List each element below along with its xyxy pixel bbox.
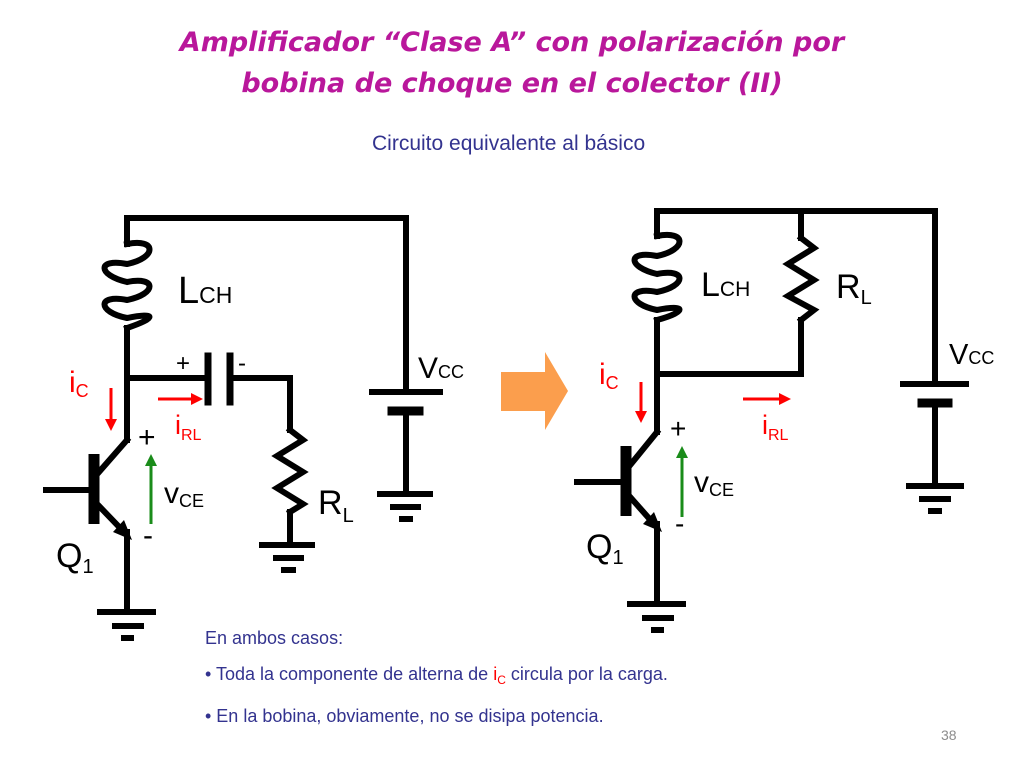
- left-vcc-label: VCC: [418, 352, 464, 385]
- left-lch-label: LCH: [178, 270, 232, 312]
- left-vce-minus: -: [143, 519, 153, 552]
- right-q1-label: Q1: [586, 528, 624, 569]
- left-load-resistor: [271, 425, 309, 517]
- right-labels: LCH RL VCC Q1 iC iRL vCE + -: [586, 266, 994, 569]
- right-ic-label: iC: [599, 358, 619, 393]
- left-vce-plus: +: [138, 421, 156, 454]
- right-circuit: [574, 208, 969, 633]
- left-top-wire: [124, 215, 409, 393]
- left-ic-arrow-head-icon: [105, 419, 117, 431]
- page-number: 38: [941, 727, 957, 743]
- left-irl-arrow-head-icon: [191, 393, 203, 405]
- left-inductor-coil: [101, 239, 153, 332]
- right-inductor-coil: [631, 231, 683, 324]
- right-load-wire-bottom: [654, 317, 804, 377]
- right-vce-label: vCE: [694, 466, 734, 500]
- right-vce-plus: +: [670, 413, 686, 444]
- notes-bullet-1-pre: • Toda la componente de alterna de: [205, 664, 494, 684]
- right-vcc-label: VCC: [949, 339, 994, 371]
- right-transistor-collector: [626, 427, 662, 469]
- left-circuit: [43, 215, 443, 641]
- left-cap-minus: -: [238, 350, 246, 377]
- notes-bullet-1-ic-sub: C: [497, 673, 506, 687]
- left-labels: LCH VCC RL Q1 iC iRL vCE + - + -: [56, 270, 464, 578]
- subtitle: Circuito equivalente al básico: [372, 132, 646, 155]
- notes-bullet-1-ic: i: [493, 664, 498, 684]
- notes-bullet-2: • En la bobina, obviamente, no se disipa…: [205, 706, 604, 726]
- right-vce-arrow-head-icon: [676, 446, 688, 458]
- left-irl-label: iRL: [175, 410, 202, 444]
- right-irl-arrow-head-icon: [779, 393, 791, 405]
- left-vce-label: vCE: [164, 477, 204, 511]
- left-ic-label: iC: [69, 366, 89, 401]
- title-line-2: bobina de choque en el colector (II): [241, 68, 783, 99]
- notes-bullet-1-post: circula por la carga.: [505, 664, 668, 684]
- right-irl-label: iRL: [762, 410, 789, 444]
- left-q1-label: Q1: [56, 537, 94, 578]
- notes: En ambos casos: • Toda la componente de …: [205, 628, 668, 742]
- notes-heading: En ambos casos:: [205, 628, 344, 648]
- slide-title: Amplificador “Clase A” con polarización …: [0, 22, 1024, 104]
- notes-bullet-1: • Toda la componente de alterna de iC ci…: [205, 664, 668, 691]
- right-load-resistor: [781, 233, 820, 325]
- right-rl-label: RL: [836, 268, 872, 309]
- right-lch-label: LCH: [701, 266, 750, 304]
- left-vce-arrow-head-icon: [145, 454, 157, 466]
- left-rl-label: RL: [318, 484, 354, 527]
- right-top-wire: [654, 208, 938, 387]
- left-transistor-collector: [94, 435, 132, 477]
- left-arrows: [105, 388, 203, 524]
- right-arrows: [635, 382, 791, 517]
- left-cap-plus: +: [176, 350, 190, 377]
- title-line-1: Amplificador “Clase A” con polarización …: [179, 27, 845, 58]
- right-vce-minus: -: [675, 508, 684, 539]
- right-block-arrow-icon: [501, 352, 568, 430]
- left-coupling-wire-b: [227, 375, 293, 433]
- right-ic-arrow-head-icon: [635, 411, 647, 423]
